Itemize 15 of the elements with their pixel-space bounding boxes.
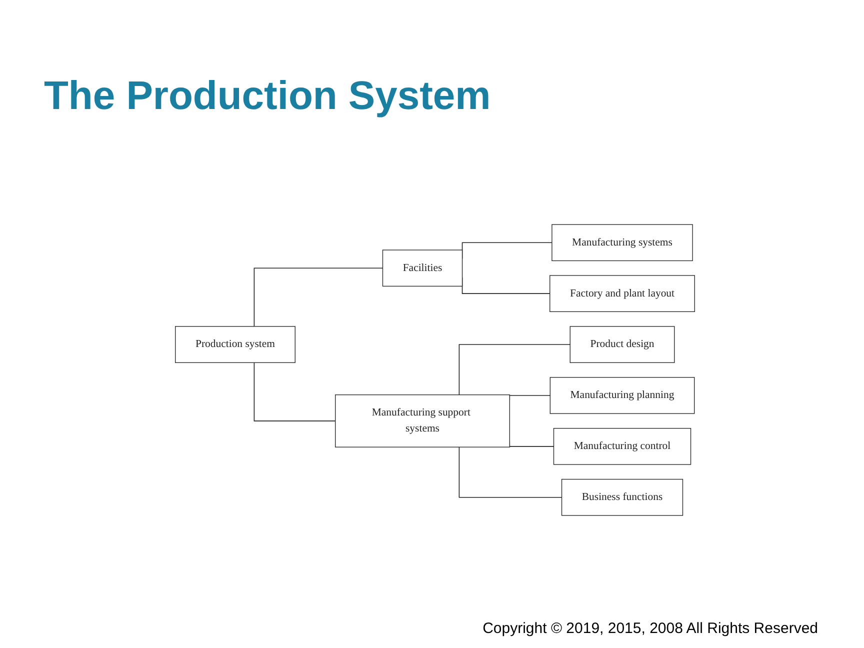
node-box: Manufacturing control [553,428,692,465]
node-box: Manufacturing planning [550,377,695,414]
node-box: Production system [175,326,296,363]
connector [458,446,562,498]
node-box: Product design [570,326,675,363]
node-box: Business functions [561,478,684,516]
connector [458,344,571,396]
connector [254,268,384,327]
connector [254,362,336,422]
node-box: Manufacturing support systems [335,394,510,448]
slide-title: The Production System [44,74,491,119]
node-box: Factory and plant layout [550,275,695,312]
node-box: Facilities [382,250,463,287]
node-box: Manufacturing systems [552,224,693,262]
copyright-note: Copyright © 2019, 2015, 2008 All Rights Reserved [482,620,818,637]
